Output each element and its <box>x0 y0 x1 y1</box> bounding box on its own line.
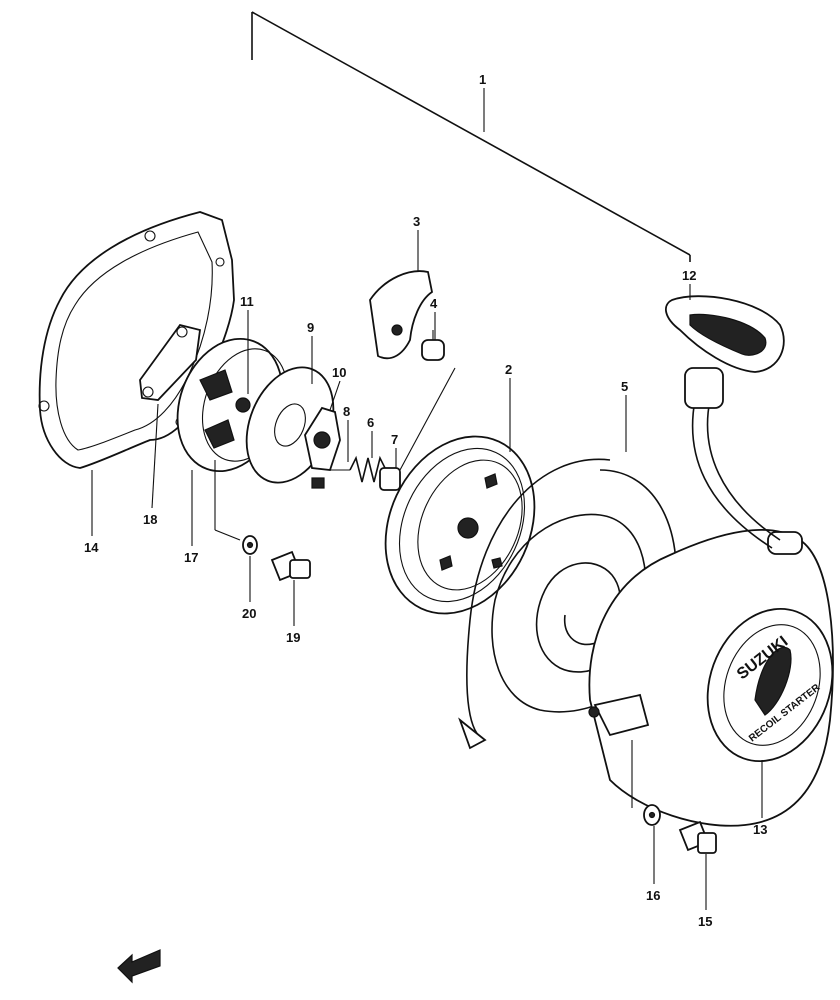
leader-line <box>399 367 456 471</box>
rope-reel <box>384 435 536 615</box>
label-3: 3 <box>413 214 420 229</box>
ratchet-pawl <box>369 270 434 360</box>
bolt-19 <box>270 550 311 582</box>
small-gasket <box>139 323 201 401</box>
label-15: 15 <box>698 914 712 929</box>
label-9: 9 <box>307 320 314 335</box>
label-4: 4 <box>430 296 438 311</box>
front-arrow-icon <box>117 949 161 984</box>
label-19: 19 <box>286 630 300 645</box>
label-11: 11 <box>240 294 254 309</box>
starter-cover: SUZUKI RECOIL STARTER <box>588 528 834 827</box>
label-6: 6 <box>367 415 374 430</box>
label-14: 14 <box>84 540 99 555</box>
label-16: 16 <box>646 888 660 903</box>
bushing <box>421 330 445 361</box>
assembly-bracket <box>251 11 691 262</box>
label-17: 17 <box>184 550 198 565</box>
part-labels: 1 2 3 4 5 6 7 8 9 10 11 12 13 14 15 16 1… <box>84 72 767 929</box>
label-8: 8 <box>343 404 350 419</box>
label-1: 1 <box>479 72 486 87</box>
bolt-15 <box>678 820 717 854</box>
label-13: 13 <box>753 822 767 837</box>
spring-and-pin <box>330 455 401 491</box>
washer-16 <box>643 804 661 826</box>
label-leaders <box>91 88 763 910</box>
pull-handle <box>665 295 785 549</box>
label-18: 18 <box>143 512 157 527</box>
washer-20 <box>242 535 258 555</box>
spring-guide <box>304 406 341 489</box>
label-10: 10 <box>332 365 346 380</box>
label-5: 5 <box>621 379 628 394</box>
label-20: 20 <box>242 606 256 621</box>
label-7: 7 <box>391 432 398 447</box>
label-12: 12 <box>682 268 696 283</box>
label-2: 2 <box>505 362 512 377</box>
